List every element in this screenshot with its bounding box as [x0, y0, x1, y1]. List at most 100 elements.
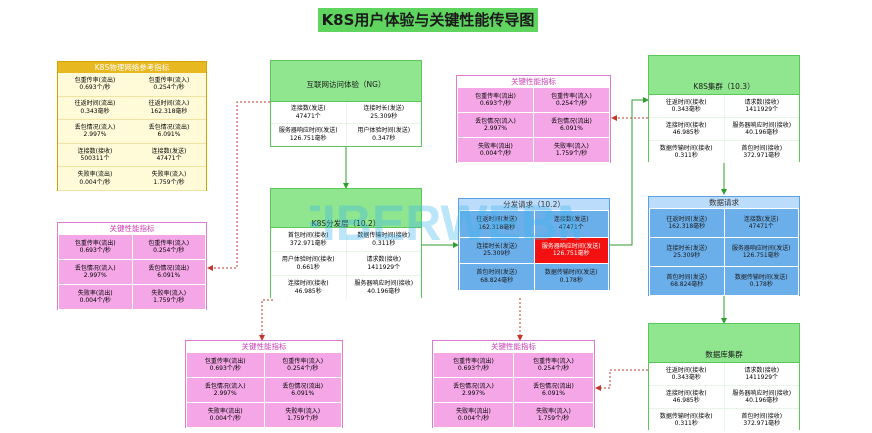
metric-value: 0.693个/秒 [79, 84, 111, 92]
metric-label: 失败率(流入) [151, 289, 187, 297]
metric-label: 连接数(发送) [151, 147, 187, 155]
metric-cell: 首包时间(发送)68.824毫秒 [650, 267, 724, 295]
db-cluster-box: 数据库集群 往返时间(接收)0.343毫秒请求数(接收)1411929个连接时间… [648, 323, 800, 431]
metric-cell: 请求数(接收)1411929个 [724, 363, 799, 385]
metric-value: 0.311秒 [674, 420, 698, 427]
metric-label: 首包时间(发送) [476, 269, 518, 277]
metric-cell: 包重传率(流入)0.254个/秒 [264, 353, 341, 377]
internet-access-box: 互联网访问体验（NG） 连接数(发送)47471个连接时长(发送)25.309秒… [270, 60, 422, 147]
link-internet-to-kpi [207, 101, 270, 271]
metric-value: 162.318毫秒 [150, 107, 188, 115]
metric-label: 包重传率(流出) [475, 92, 516, 100]
metric-label: 数据传输时间(发送) [544, 269, 598, 277]
metric-value: 47471个 [558, 223, 584, 231]
metric-cell: 连接数(发送)47471个 [724, 209, 798, 237]
watermark-logo: FIBERWEBM [310, 195, 580, 251]
kpi-grid: 包重传率(流出)0.693个/秒包重传率(流入)0.254个/秒丢包情况(流入)… [433, 352, 594, 428]
metric-label: 请求数(接收) [366, 256, 402, 263]
metric-label: 失败率(流出) [77, 289, 113, 297]
metric-cell: 丢包情况(流出)6.091% [264, 378, 341, 402]
metric-value: 68.824毫秒 [480, 276, 514, 284]
metric-label: 丢包情况(流入) [74, 123, 116, 131]
metric-value: 1.759个/秒 [537, 415, 570, 422]
metric-value: 0.693个/秒 [457, 365, 490, 372]
metric-label: 服务器响应时间(接收) [732, 389, 792, 397]
metric-cell: 包重传率(流出)0.693个/秒 [58, 73, 132, 97]
metric-cell: 首包时间(接收)372.971毫秒 [271, 228, 346, 251]
metric-label: 数据传输时间(发送) [734, 273, 788, 281]
metric-value: 25.309秒 [483, 250, 511, 258]
metric-value: 2.997% [83, 272, 107, 279]
metric-value: 46.985秒 [672, 129, 700, 136]
metric-cell: 包重传率(流入)0.254个/秒 [514, 353, 593, 377]
metric-label: 连接数(发送) [290, 105, 326, 112]
metric-label: 包重传率(流入) [148, 239, 190, 247]
metric-label: 包重传率(流入) [551, 92, 592, 100]
metric-label: 丢包情况(流入) [475, 117, 516, 125]
metric-label: 失败率(流入) [151, 171, 187, 179]
kpi-header: 关键性能指标 [491, 342, 536, 351]
metric-cell: 包重传率(流入)0.254个/秒 [534, 88, 609, 112]
metric-cell: 失败率(流入)1.759个/秒 [132, 167, 206, 191]
link-k8s-to-kpi [259, 299, 273, 341]
metric-cell: 服务器响应时间(接收)40.196毫秒 [724, 118, 799, 140]
metric-cell: 连接数(发送)47471个 [534, 211, 608, 237]
metric-cell: 数据传输时间(发送)0.178秒 [534, 264, 608, 290]
metric-cell: 用户体验时间(接收)0.661秒 [271, 252, 346, 275]
metric-cell: 失败率(流出)0.004个/秒 [58, 167, 132, 191]
metric-label: 包重传率(流入) [533, 357, 574, 365]
k8s-cluster-header: K8S集群（10.3） [649, 56, 799, 95]
metric-value: 47471个 [748, 223, 774, 230]
metric-value: 162.318毫秒 [478, 223, 516, 231]
link-dist-to-cluster [610, 97, 649, 246]
metric-label: 连接时间(接收) [665, 389, 707, 397]
metric-label: 丢包情况(流出) [533, 382, 574, 390]
metric-cell: 服务器响应时间(发送)126.751毫秒 [271, 124, 346, 145]
metric-value: 0.311秒 [674, 152, 698, 159]
metric-cell: 连接时长(发送)25.309秒 [460, 237, 534, 263]
metric-label: 往返时间(流入) [148, 100, 190, 108]
metric-value: 0.004个/秒 [209, 415, 241, 422]
metric-cell: 失败率(流出)0.004个/秒 [59, 285, 132, 309]
metric-label: 服务器响应时间(发送) [278, 127, 338, 134]
metric-value: 0.254个/秒 [555, 100, 588, 107]
metric-cell: 丢包情况(流入)2.997% [434, 378, 513, 402]
kpi-box-bottom-left: 关键性能指标 包重传率(流出)0.693个/秒包重传率(流入)0.254个/秒丢… [185, 340, 343, 428]
page-title: K8S用户体验与关键性能传导图 [318, 8, 538, 32]
metric-cell: 往返时间(发送)162.318毫秒 [460, 211, 534, 237]
metric-value: 1.759个/秒 [287, 415, 319, 422]
link-db-to-kpi [595, 369, 648, 391]
metric-cell: 服务器响应时间(发送)126.751毫秒 [534, 237, 608, 263]
metric-value: 46.985秒 [672, 397, 700, 404]
metric-value: 2.997% [462, 390, 485, 397]
metric-value: 0.254个/秒 [537, 365, 570, 372]
metric-value: 126.751毫秒 [289, 134, 327, 142]
metric-label: 首包时间(发送) [666, 273, 708, 281]
metric-value: 6.091% [542, 390, 565, 397]
metric-cell: 丢包情况(流出)6.091% [514, 378, 593, 402]
metric-value: 372.971毫秒 [743, 420, 781, 427]
metric-cell: 连接时间(接收)46.985秒 [649, 386, 724, 408]
metric-value: 162.318毫秒 [668, 223, 706, 230]
metric-label: 数据传输时间(接收) [659, 412, 713, 420]
metric-label: 连接时长(发送) [666, 244, 708, 252]
metric-label: 首包时间(接收) [287, 232, 329, 239]
metric-label: 连接时长(发送) [363, 105, 405, 112]
kpi-box-top: 关键性能指标 包重传率(流出)0.693个/秒包重传率(流入)0.254个/秒丢… [456, 75, 611, 163]
metric-value: 0.311秒 [372, 239, 396, 247]
metric-value: 0.004个/秒 [79, 297, 111, 304]
metric-value: 0.178秒 [749, 281, 773, 288]
metric-cell: 服务器响应时间(发送)126.751毫秒 [724, 238, 798, 266]
metric-cell: 包重传率(流出)0.693个/秒 [59, 235, 132, 259]
metric-value: 0.343毫秒 [80, 107, 110, 115]
metric-value: 2.997% [213, 390, 237, 397]
internet-access-grid: 连接数(发送)47471个连接时长(发送)25.309秒服务器响应时间(发送)1… [271, 102, 421, 145]
metric-label: 失败率(流出) [456, 407, 491, 415]
metric-value: 0.004个/秒 [79, 178, 111, 186]
metric-cell: 丢包情况(流入)2.997% [458, 113, 533, 137]
metric-value: 47471个 [156, 155, 182, 163]
metric-value: 0.343毫秒 [671, 106, 701, 113]
metric-value: 40.196毫秒 [745, 397, 779, 404]
metric-value: 0.254个/秒 [153, 84, 185, 92]
metric-value: 1411929个 [745, 374, 779, 381]
